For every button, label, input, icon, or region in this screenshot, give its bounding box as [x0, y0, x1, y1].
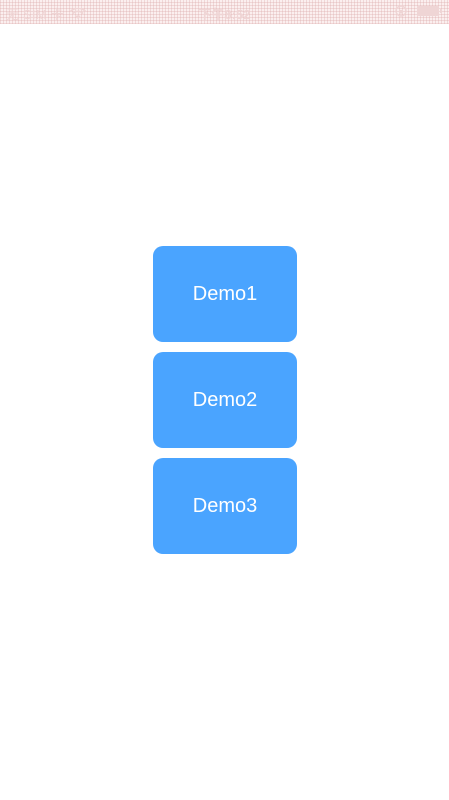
rotation-lock-icon — [395, 5, 407, 17]
demo2-button[interactable]: Demo2 — [153, 352, 297, 448]
demo1-button[interactable]: Demo1 — [153, 246, 297, 342]
demo-button-stack: Demo1 Demo2 Demo3 — [153, 246, 297, 554]
wifi-icon — [69, 7, 86, 19]
status-bar-right — [395, 5, 442, 17]
battery-icon — [417, 6, 442, 16]
status-bar-left: 无 SIM 卡 — [6, 4, 86, 23]
status-bar: 无 SIM 卡 下午8:52 — [0, 0, 449, 24]
status-time: 下午8:52 — [198, 7, 251, 22]
carrier-label: 无 SIM 卡 — [6, 7, 64, 22]
demo3-button[interactable]: Demo3 — [153, 458, 297, 554]
